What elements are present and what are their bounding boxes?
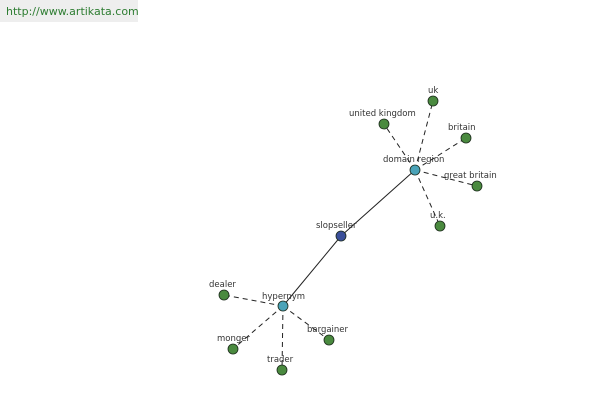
- node-great-britain[interactable]: [471, 180, 483, 192]
- node-domain-region[interactable]: [409, 164, 421, 176]
- edge-domain-region-great-britain: [414, 169, 478, 187]
- node-monger[interactable]: [227, 343, 239, 355]
- node-uk[interactable]: [427, 95, 439, 107]
- edge-domain-region-united-kingdom: [383, 123, 416, 171]
- node-united-kingdom[interactable]: [378, 118, 390, 130]
- label-domain-region: domain region: [383, 155, 444, 165]
- node-trader[interactable]: [276, 364, 288, 376]
- edge-domain-region-britain: [414, 137, 467, 171]
- node-hypernym[interactable]: [277, 300, 289, 312]
- label-dealer: dealer: [209, 280, 236, 290]
- edge-domain-region-u-k: [414, 169, 441, 227]
- label-uk: uk: [428, 86, 438, 96]
- label-britain: britain: [448, 123, 476, 133]
- node-u-k[interactable]: [434, 220, 446, 232]
- label-great-britain: great britain: [444, 171, 497, 181]
- edge-hypernym-dealer: [223, 294, 284, 307]
- url-banner: http://www.artikata.com: [0, 0, 139, 22]
- label-trader: trader: [267, 355, 294, 365]
- edge-center-domain-region: [340, 169, 416, 237]
- node-slopseller[interactable]: [335, 230, 347, 242]
- label-united-kingdom: united kingdom: [349, 109, 416, 119]
- edge-center-hypernym: [282, 235, 342, 307]
- node-britain[interactable]: [460, 132, 472, 144]
- label-slopseller: slopseller: [316, 221, 357, 231]
- label-bargainer: bargainer: [307, 325, 349, 335]
- artikata-link[interactable]: http://www.artikata.com: [6, 5, 139, 18]
- node-bargainer[interactable]: [323, 334, 335, 346]
- node-dealer[interactable]: [218, 289, 230, 301]
- edge-hypernym-bargainer: [282, 305, 330, 341]
- label-u-k: u.k.: [430, 211, 446, 221]
- label-monger: monger: [217, 334, 250, 344]
- label-hypernym: hypernym: [262, 292, 305, 302]
- edge-domain-region-uk: [414, 100, 434, 171]
- edge-hypernym-trader: [281, 305, 284, 371]
- edge-hypernym-monger: [232, 305, 284, 350]
